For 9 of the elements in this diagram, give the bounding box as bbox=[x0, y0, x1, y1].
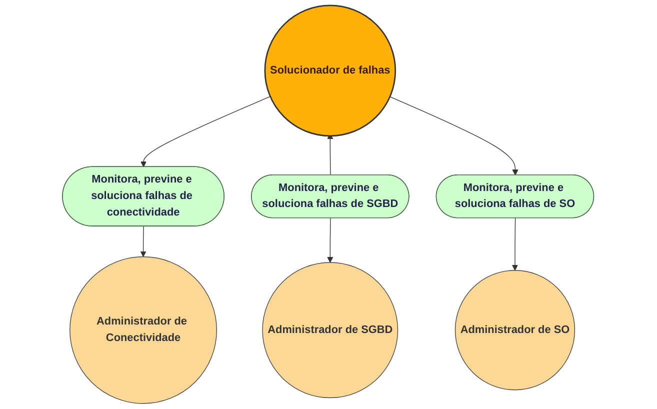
arrow bbox=[512, 218, 518, 271]
node-circle: Administrador de SO bbox=[455, 270, 576, 390]
node-circle: Administrador de Conectividade bbox=[70, 256, 218, 404]
arrow bbox=[328, 218, 334, 263]
node-circle: Administrador de SGBD bbox=[262, 262, 399, 398]
arrow bbox=[140, 226, 147, 257]
arrow bbox=[140, 96, 271, 168]
node-circle: Solucionador de falhas bbox=[264, 4, 396, 137]
arrow bbox=[390, 96, 519, 176]
